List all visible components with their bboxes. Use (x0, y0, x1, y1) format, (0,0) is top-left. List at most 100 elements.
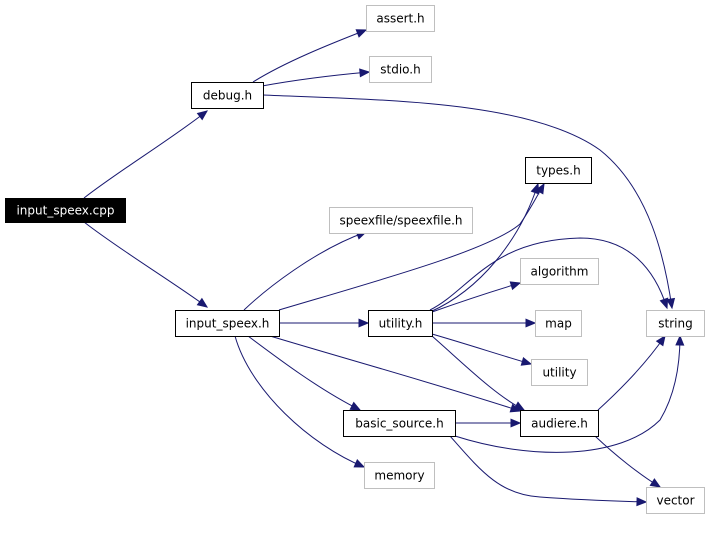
node-basic-source-h[interactable]: basic_source.h (343, 410, 456, 437)
edge-input_speex_h-to-types_h (278, 182, 545, 311)
edge-utility_h-to-string (429, 237, 669, 311)
node-box (343, 410, 456, 437)
edge-line (83, 110, 208, 199)
node-label: stdio.h (380, 63, 420, 77)
node-label: vector (656, 494, 694, 508)
edge-audiere_h-to-string (597, 334, 666, 411)
node-label: speexfile/speexfile.h (339, 214, 462, 228)
node-box (5, 198, 126, 223)
edge-audiere_h-to-vector (594, 435, 662, 488)
edge-line (269, 335, 521, 412)
edge-line (252, 29, 367, 83)
edge-input_speex_h-to-basic_source_h (247, 335, 362, 411)
node-label: audiere.h (531, 417, 588, 431)
node-box (175, 310, 280, 337)
edge-debug_h-to-string (262, 94, 676, 310)
node-box (329, 207, 473, 234)
nodes: input_speex.cpp debug.h assert.h stdio.h typ… (5, 5, 705, 514)
node-label: assert.h (376, 12, 424, 26)
arrowhead-icon (196, 297, 209, 308)
node-audiere-h[interactable]: audiere.h (520, 410, 599, 437)
edge-line (449, 435, 647, 503)
node-utility: utility (531, 359, 588, 386)
node-input-speex-h[interactable]: input_speex.h (175, 310, 280, 337)
edges (83, 29, 685, 507)
node-label: types.h (536, 164, 580, 178)
edge-input_speex_h-to-speexfile_h (243, 231, 368, 311)
edge-line (431, 282, 521, 313)
edge-line (243, 231, 367, 311)
node-box (646, 310, 705, 337)
edge-utility_h-to-audiere_h (431, 335, 526, 411)
node-box (525, 157, 592, 184)
node-debug-h[interactable]: debug.h (191, 82, 264, 109)
node-input-speex-cpp[interactable]: input_speex.cpp (5, 198, 126, 223)
arrowhead-icon (649, 478, 662, 488)
node-memory: memory (364, 462, 435, 489)
node-vector: vector (646, 487, 705, 514)
arrowhead-icon (636, 497, 648, 507)
node-label: utility (542, 366, 576, 380)
edge-input_speex_h-to-utility_h (279, 318, 370, 328)
arrowhead-icon (530, 182, 540, 195)
edge-utility_h-to-map (432, 318, 537, 328)
edge-input_speex_h-to-audiere_h (269, 335, 522, 413)
node-types-h[interactable]: types.h (525, 157, 592, 184)
arrowhead-icon (349, 401, 362, 411)
node-label: map (545, 317, 572, 331)
node-label: basic_source.h (355, 417, 443, 431)
node-label: input_speex.cpp (16, 204, 114, 218)
node-speexfile-h: speexfile/speexfile.h (329, 207, 473, 234)
node-box (191, 82, 264, 109)
arrowhead-icon (535, 182, 545, 195)
node-label: algorithm (531, 265, 589, 279)
edge-basic_source_h-to-vector (449, 435, 648, 507)
edge-line (429, 237, 668, 311)
edge-input_speex_cpp-to-debug_h (83, 110, 209, 199)
node-label: debug.h (203, 89, 252, 103)
arrowhead-icon (510, 418, 522, 428)
edge-line (247, 335, 361, 411)
arrowhead-icon (196, 110, 209, 121)
node-string: string (646, 310, 705, 337)
node-stdio-h: stdio.h (369, 56, 432, 83)
node-box (368, 310, 433, 337)
edge-line (261, 71, 370, 87)
edge-line (262, 94, 673, 309)
edge-line (83, 221, 208, 308)
arrowhead-icon (358, 318, 370, 328)
node-algorithm: algorithm (520, 258, 599, 285)
edge-debug_h-to-assert_h (252, 29, 368, 83)
edge-utility_h-to-utility (431, 333, 533, 366)
node-label: memory (374, 469, 424, 483)
edge-input_speex_h-to-memory (234, 335, 366, 468)
node-box (520, 410, 599, 437)
edge-line (594, 435, 661, 488)
arrowhead-icon (655, 334, 666, 347)
edge-line (597, 335, 666, 411)
edge-line (431, 335, 525, 411)
node-label: utility.h (379, 317, 423, 331)
arrowhead-icon (520, 356, 533, 366)
arrowhead-icon (675, 334, 685, 346)
node-box (646, 487, 705, 514)
arrowhead-icon (353, 459, 366, 468)
edge-line (278, 183, 545, 311)
node-utility-h[interactable]: utility.h (368, 310, 433, 337)
node-map: map (535, 310, 582, 337)
arrowhead-icon (355, 29, 368, 38)
edge-debug_h-to-stdio_h (261, 68, 371, 87)
arrowhead-icon (525, 318, 537, 328)
node-label: input_speex.h (186, 317, 270, 331)
edge-utility_h-to-algorithm (431, 281, 522, 313)
node-label: string (658, 317, 692, 331)
node-box (535, 310, 582, 337)
arrowhead-icon (359, 68, 371, 78)
node-box (364, 462, 435, 489)
arrowhead-icon (509, 281, 522, 291)
node-box (369, 56, 432, 83)
node-box (520, 258, 599, 285)
arrowhead-icon (666, 297, 676, 310)
edge-line (234, 335, 365, 468)
